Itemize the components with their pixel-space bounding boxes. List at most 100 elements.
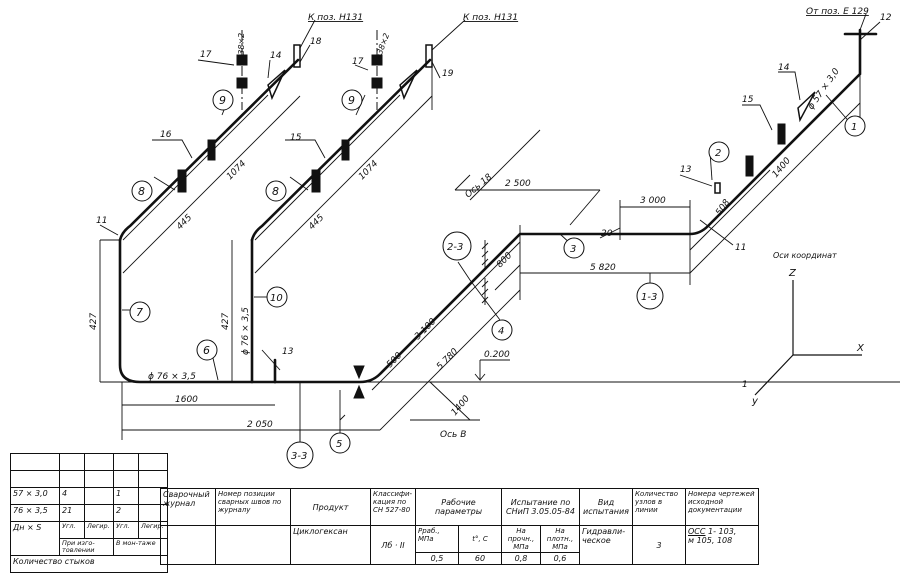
dim-line-445 — [122, 94, 269, 241]
axis-one-label: 1 — [742, 380, 748, 390]
subheader-test-tight: На плотн., МПа — [540, 525, 580, 553]
leader-8b — [289, 176, 309, 191]
leader-11-right — [699, 219, 734, 246]
header-classification: Классифи-кация по СН 527-80 — [370, 488, 416, 526]
callout-3-3-label: 3-3 — [291, 451, 307, 462]
dim-ext — [454, 174, 471, 191]
table-row — [10, 470, 168, 488]
pos-15-right-label: 15 — [742, 95, 754, 105]
callout-9b-label: 9 — [348, 94, 355, 107]
value-drawings: ОСС 1- 103, м 105, 108 — [685, 525, 759, 565]
leader-20 — [599, 227, 621, 239]
y-axis-label: y — [751, 396, 759, 407]
col-header-carbon-2: Угл. — [113, 521, 139, 539]
col-header-alloy: Легир. — [84, 521, 114, 539]
joints-size: 76 × 3,5 — [10, 504, 60, 522]
joints-cell — [84, 453, 114, 471]
reducer-14 — [267, 69, 286, 101]
table-row: 76 × 3,5 21 2 — [10, 504, 168, 522]
value-test-strength: 0,8 — [501, 552, 541, 565]
callout-1-3-label: 1-3 — [641, 292, 657, 303]
main-run: 2-3 4 3 1-3 2 1 3-3 5 20 11 13 15 14 12 … — [273, 7, 892, 469]
joints-footer: Количество стыков — [10, 555, 168, 573]
header-test-type: Вид испытания — [579, 488, 633, 526]
leader-to-n131-a — [299, 19, 316, 49]
callout-9-label: 9 — [219, 94, 226, 107]
drawings-code: ОСС — [688, 527, 706, 536]
dim-line-5780 — [379, 289, 521, 431]
valve-15-right-2 — [777, 123, 786, 145]
valve-17-b — [236, 77, 248, 89]
valve-15-right — [745, 155, 754, 177]
leader-16 — [152, 139, 193, 159]
joints-size: 57 × 3,0 — [10, 487, 60, 505]
leader-14 — [267, 59, 271, 79]
joints-site-carbon: 1 — [113, 487, 139, 505]
joints-shop-carbon: 4 — [59, 487, 85, 505]
dim-1600: 1600 — [175, 395, 198, 405]
axes-legend-title: Оси координат — [773, 251, 837, 260]
dim-5780: 5 780 — [435, 347, 460, 372]
group-header-shop: При изго-товлении — [59, 538, 114, 556]
dim-445-b: 445 — [307, 213, 326, 232]
subheader-t-work: t°, C — [458, 525, 502, 553]
leader-2-3-4 — [457, 261, 501, 321]
leader-to-n131-b — [431, 19, 466, 51]
note-to-n131-b: К поз. Н131 — [463, 13, 518, 23]
dim-line-508 — [689, 169, 771, 251]
dim-3100: 3 100 — [413, 317, 438, 342]
joints-cell — [10, 453, 60, 471]
leader-11 — [99, 224, 119, 236]
value-classification: Лб · II — [370, 525, 416, 565]
dim-2050: 2 050 — [247, 420, 273, 430]
dim-line-500 — [339, 414, 346, 421]
leader-13-right — [679, 174, 713, 187]
support-marker-top — [353, 365, 365, 380]
pos-20-label: 20 — [601, 229, 613, 239]
dim-line-3100 — [371, 241, 521, 391]
header-drawings: Номера чертежей исходной документации — [685, 488, 759, 526]
left-branch: 8 9 7 6 11 16 17 14 18 К поз. Н131 ϕ38×2… — [89, 13, 900, 440]
size-d76-horizontal: ϕ 76 × 3,5 — [148, 372, 196, 382]
drawings-numbers-2: 105, 108 — [696, 536, 733, 545]
callout-bubble-1 — [844, 115, 866, 137]
leader-17b — [354, 64, 369, 71]
callout-2-3-label: 2-3 — [447, 242, 463, 253]
pos-12-label: 12 — [880, 13, 892, 23]
dim-line-445-b — [254, 94, 401, 241]
joints-shop-alloy — [84, 504, 114, 522]
leader-17 — [197, 59, 235, 66]
joints-cell — [59, 470, 85, 488]
dim-5820: 5 820 — [590, 263, 616, 273]
subheader-p-work: Pраб., МПа — [415, 525, 459, 553]
callout-bubble-6 — [196, 339, 218, 361]
dim-line-1074 — [122, 95, 301, 274]
size-d76-vertical: ϕ 76 × 3,5 — [241, 307, 251, 355]
pos-14-right-label: 14 — [778, 63, 790, 73]
value-test-tight: 0,6 — [540, 552, 580, 565]
callout-bubble-9b — [341, 89, 363, 111]
value-node-count: 3 — [632, 525, 686, 565]
reducer-14-b — [399, 69, 418, 101]
value-test-type: Гидравли-ческое — [579, 525, 633, 565]
dim-line-1400 — [689, 102, 861, 274]
valve-17 — [236, 54, 248, 66]
joints-cell — [59, 453, 85, 471]
dim-1074-b: 1074 — [357, 159, 380, 182]
joints-cell — [84, 470, 114, 488]
callout-3-label: 3 — [570, 244, 576, 255]
pos-17-label: 17 — [200, 50, 212, 60]
dim-800: 800 — [495, 251, 514, 270]
callout-bubble-10 — [266, 286, 288, 308]
joints-shop-carbon: 21 — [59, 504, 85, 522]
leader-18 — [299, 44, 311, 63]
dim-445-a: 445 — [175, 213, 194, 232]
col-header-carbon: Угл. — [59, 521, 85, 539]
flange-18 — [293, 44, 301, 68]
pos-16-label: 16 — [160, 130, 172, 140]
col-header-size: Дн × S — [10, 521, 60, 556]
table-header-row: Сварочный журнал Номер позиции сварных ш… — [160, 488, 759, 526]
axis-v-label: Ось В — [440, 430, 466, 440]
leader-15 — [285, 139, 326, 159]
